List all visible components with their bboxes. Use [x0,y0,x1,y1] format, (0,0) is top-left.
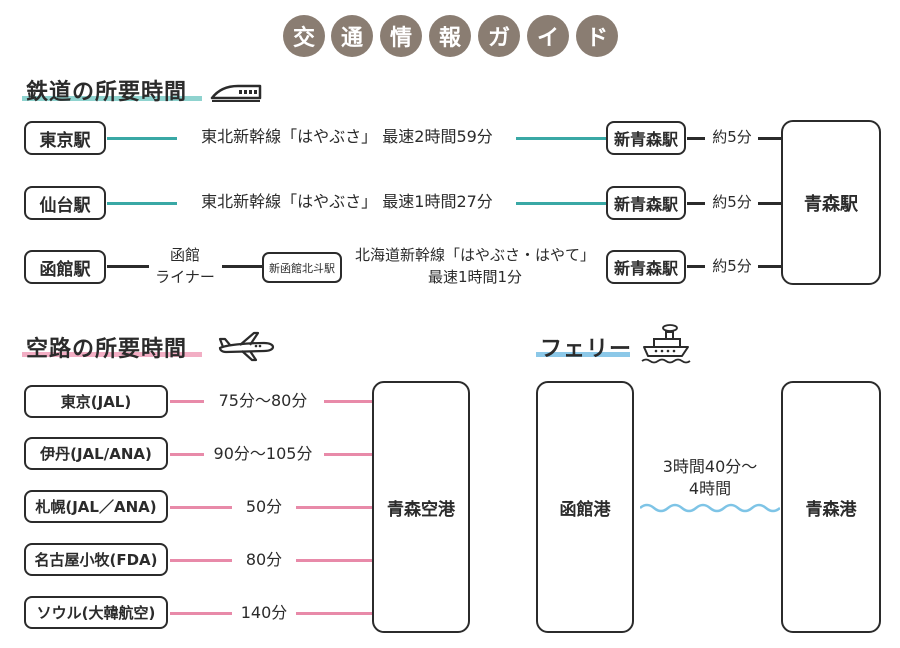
ferry-heading-underline [536,352,630,357]
ferry-time-line2: 4時間 [688,479,732,498]
air-line [296,506,372,509]
air-origin: 東京(JAL) [24,385,168,418]
transfer-line [758,137,781,140]
air-line [170,559,232,562]
air-time: 90分〜105分 [213,444,313,463]
rail-line [516,137,606,140]
rail-origin-tokyo: 東京駅 [24,121,106,155]
rail-via-shin-aomori: 新青森駅 [606,250,686,284]
air-line [296,559,372,562]
rail-line [107,137,177,140]
title-char: 交 [283,15,325,57]
ferry-time-line1: 3時間40分〜 [662,457,758,476]
rail-line [516,202,606,205]
air-heading-underline [22,352,202,357]
rail-route-info: 東北新幹線「はやぶさ」 最速1時間27分 [201,192,493,211]
airplane-icon [218,331,275,362]
rail-origin-sendai: 仙台駅 [24,186,106,220]
rail-via-shin-aomori: 新青森駅 [606,121,686,155]
transfer-line [758,265,781,268]
air-origin: 名古屋小牧(FDA) [24,543,168,576]
air-line [170,506,232,509]
air-line [170,453,204,456]
title-char: イ [527,15,569,57]
air-time: 50分 [245,497,283,516]
air-time: 80分 [245,550,283,569]
connector-label-line2: ライナー [155,268,215,286]
rail-mid-shin-hakodate-hokuto: 新函館北斗駅 [262,252,342,283]
title-char: ガ [478,15,520,57]
air-origin: 伊丹(JAL/ANA) [24,437,168,470]
rail-destination-aomori-station: 青森駅 [781,120,881,285]
air-time: 140分 [240,603,288,622]
sea-wave [640,503,780,513]
rail-line [107,265,149,268]
ferry-time: 3時間40分〜 4時間 [640,456,780,500]
ferry-origin-hakodate-port: 函館港 [536,381,634,633]
air-origin: ソウル(大韓航空) [24,596,168,629]
air-line [170,400,204,403]
rail-heading-underline [22,96,202,101]
transfer-time: 約5分 [712,257,752,275]
rail-line [107,202,177,205]
air-time: 75分〜80分 [218,391,308,410]
route-info-line2: 最速1時間1分 [427,268,523,286]
air-line [170,612,232,615]
transfer-line [687,137,705,140]
ferry-heading: フェリー [540,337,633,362]
ferry-destination-aomori-port: 青森港 [781,381,881,633]
air-line [324,453,372,456]
air-line [296,612,372,615]
transfer-line [687,265,705,268]
rail-route-info: 北海道新幹線「はやぶさ・はやて」 最速1時間1分 [344,244,606,288]
title-char: ド [576,15,618,57]
rail-heading: 鉄道の所要時間 [26,80,188,105]
transfer-line [687,202,705,205]
hakodate-liner-label: 函館 ライナー [148,244,222,288]
title-char: 情 [380,15,422,57]
connector-label-line1: 函館 [169,246,200,264]
route-info-line1: 北海道新幹線「はやぶさ・はやて」 [354,246,595,264]
air-heading: 空路の所要時間 [26,337,188,362]
rail-line [222,265,262,268]
air-origin: 札幌(JAL／ANA) [24,490,168,523]
shinkansen-icon [210,84,262,102]
title-char: 報 [429,15,471,57]
title-char: 通 [331,15,373,57]
transfer-time: 約5分 [712,128,752,146]
air-destination-aomori-airport: 青森空港 [372,381,470,633]
ship-icon [641,324,691,364]
transfer-time: 約5分 [712,193,752,211]
rail-origin-hakodate: 函館駅 [24,250,106,284]
rail-route-info: 東北新幹線「はやぶさ」 最速2時間59分 [201,127,493,146]
air-line [324,400,372,403]
transfer-line [758,202,781,205]
rail-via-shin-aomori: 新青森駅 [606,186,686,220]
